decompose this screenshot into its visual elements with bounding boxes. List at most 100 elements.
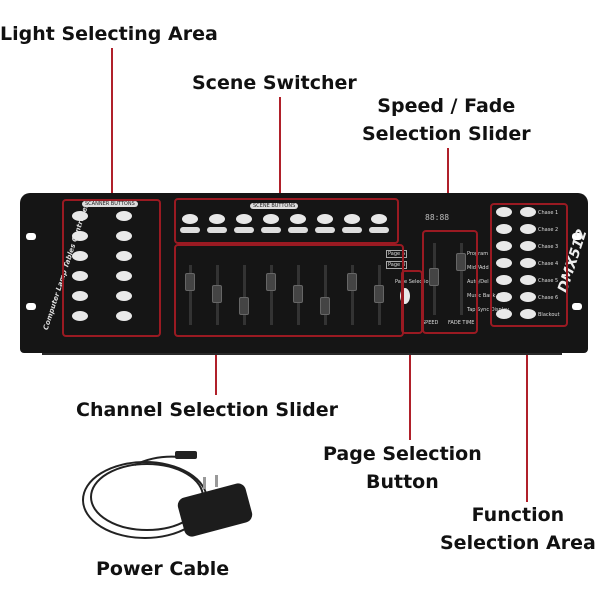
chase-button[interactable] <box>520 224 536 234</box>
function-label: Music Bank Copy <box>467 293 510 299</box>
function-button[interactable] <box>496 258 512 268</box>
chase-label: Chase 5 <box>538 278 559 284</box>
channel-knob[interactable] <box>212 285 222 303</box>
scanner-button[interactable] <box>116 311 132 321</box>
channel-knob[interactable] <box>185 273 195 291</box>
label-page-line2: Button <box>365 471 439 493</box>
scanner-title: SCANNER BUTTONS <box>82 201 138 207</box>
scene-button[interactable] <box>344 214 360 224</box>
chase-button[interactable] <box>520 275 536 285</box>
chase-button[interactable] <box>520 241 536 251</box>
channel-fader[interactable] <box>243 265 246 325</box>
label-function-line2: Selection Area <box>440 532 596 554</box>
scene-number <box>234 227 254 233</box>
scanner-button[interactable] <box>72 251 88 261</box>
scanner-button[interactable] <box>72 211 88 221</box>
scanner-button[interactable] <box>72 311 88 321</box>
leader-page <box>409 330 411 440</box>
function-label: Tap Sync Display <box>467 307 510 313</box>
chase-label: Blackout <box>538 312 560 318</box>
label-scene-switcher: Scene Switcher <box>192 72 357 94</box>
scanner-area-box <box>62 199 161 337</box>
leader-function <box>526 322 528 502</box>
channel-knob[interactable] <box>239 297 249 315</box>
channel-fader[interactable] <box>324 265 327 325</box>
label-page-selection: Page Selection Button <box>323 440 482 496</box>
scene-button[interactable] <box>209 214 225 224</box>
scene-number <box>342 227 362 233</box>
scene-button[interactable] <box>263 214 279 224</box>
chase-label: Chase 4 <box>538 261 559 267</box>
leader-scene <box>279 97 281 199</box>
scene-number <box>261 227 281 233</box>
chase-label: Chase 3 <box>538 244 559 250</box>
scene-number <box>369 227 389 233</box>
chase-label: Chase 1 <box>538 210 559 216</box>
leader-speed <box>447 148 449 208</box>
label-channel-slider: Channel Selection Slider <box>76 399 338 421</box>
function-button[interactable] <box>496 292 512 302</box>
scanner-button[interactable] <box>72 271 88 281</box>
scene-button[interactable] <box>236 214 252 224</box>
label-speed-fade: Speed / Fade Selection Slider <box>362 92 531 148</box>
label-speed-fade-line1: Speed / Fade <box>377 95 516 117</box>
function-button[interactable] <box>496 275 512 285</box>
function-button[interactable] <box>496 224 512 234</box>
chase-button[interactable] <box>520 258 536 268</box>
channel-knob[interactable] <box>266 273 276 291</box>
scanner-button[interactable] <box>116 271 132 281</box>
adapter-prong <box>203 477 206 489</box>
page-selection-button[interactable] <box>400 288 410 304</box>
scanner-button[interactable] <box>116 251 132 261</box>
label-function: Function Selection Area <box>440 501 596 557</box>
scanner-button[interactable] <box>72 291 88 301</box>
function-button[interactable] <box>496 309 512 319</box>
channel-fader[interactable] <box>189 265 192 325</box>
speed-label: SPEED <box>422 320 439 326</box>
scene-button[interactable] <box>290 214 306 224</box>
channel-knob[interactable] <box>293 285 303 303</box>
chase-label: Chase 6 <box>538 295 559 301</box>
label-speed-fade-line2: Selection Slider <box>362 123 531 145</box>
rack-hole <box>26 303 36 310</box>
adapter-prong <box>215 475 218 487</box>
scanner-button[interactable] <box>116 231 132 241</box>
scene-number <box>207 227 227 233</box>
scene-area-box <box>174 198 399 244</box>
scanner-button[interactable] <box>72 231 88 241</box>
scene-button[interactable] <box>371 214 387 224</box>
channel-fader[interactable] <box>351 265 354 325</box>
function-button[interactable] <box>496 241 512 251</box>
power-cable-image <box>82 451 253 539</box>
scene-number <box>288 227 308 233</box>
label-power-cable: Power Cable <box>96 558 230 580</box>
label-function-line1: Function <box>471 504 565 526</box>
page-a-label: Page A <box>386 250 408 258</box>
adapter <box>177 483 253 537</box>
chase-button[interactable] <box>520 207 536 217</box>
fade-fader[interactable] <box>460 243 463 315</box>
scene-title: SCENE BUTTONS <box>250 203 299 209</box>
scene-button[interactable] <box>182 214 198 224</box>
channel-knob[interactable] <box>374 285 384 303</box>
channel-knob[interactable] <box>347 273 357 291</box>
chase-button[interactable] <box>520 292 536 302</box>
rack-hole <box>26 233 36 240</box>
scene-number <box>315 227 335 233</box>
scene-number <box>180 227 200 233</box>
channel-area-box <box>174 244 404 337</box>
chase-label: Chase 2 <box>538 227 559 233</box>
speed-area-box <box>422 230 478 334</box>
function-button[interactable] <box>496 207 512 217</box>
page-select-label: Page Selection <box>395 279 432 285</box>
chase-button[interactable] <box>520 309 536 319</box>
channel-knob[interactable] <box>320 297 330 315</box>
page-area-box <box>401 270 423 334</box>
scanner-button[interactable] <box>116 291 132 301</box>
fade-knob[interactable] <box>456 253 466 271</box>
channel-fader[interactable] <box>270 265 273 325</box>
dc-plug <box>175 451 197 459</box>
speed-knob[interactable] <box>429 268 439 286</box>
scene-button[interactable] <box>317 214 333 224</box>
scanner-button[interactable] <box>116 211 132 221</box>
